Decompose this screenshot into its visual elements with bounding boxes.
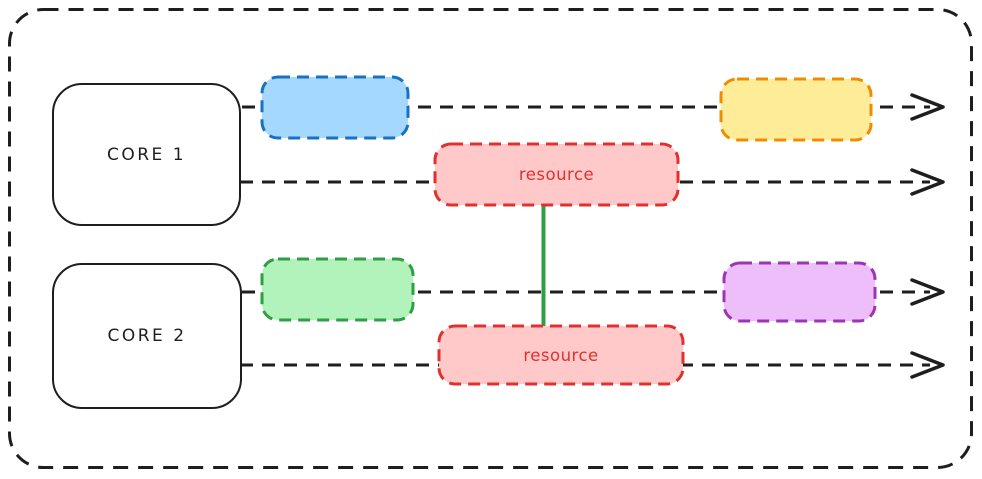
resource-block-2-label: resource xyxy=(523,345,599,365)
task-block-purple xyxy=(722,261,877,323)
arrowhead-core2-a-icon xyxy=(910,278,945,306)
resource-block-2-shape xyxy=(437,324,685,386)
arrowhead-core1-b-icon xyxy=(910,168,945,196)
resource-block-1-label: resource xyxy=(518,165,595,184)
resource-block-1-shape xyxy=(433,142,680,207)
core1-label: CORE 1 xyxy=(106,144,187,165)
resource-block-2: resource xyxy=(437,324,685,386)
outer-frame xyxy=(8,8,973,469)
resource-block-1: resource xyxy=(433,142,680,207)
arrowhead-core1-a-icon xyxy=(910,93,945,121)
task-block-purple-shape xyxy=(722,261,877,323)
core2-box: CORE 2 xyxy=(52,263,242,409)
task-block-blue-shape xyxy=(260,75,410,140)
task-block-green-shape xyxy=(260,257,415,322)
core1-box: CORE 1 xyxy=(52,83,241,226)
task-block-yellow xyxy=(719,77,873,142)
arrowhead-core2-b-icon xyxy=(910,351,945,379)
task-block-yellow-shape xyxy=(719,77,873,142)
task-block-green xyxy=(260,257,415,322)
core2-label: CORE 2 xyxy=(107,326,187,346)
task-block-blue xyxy=(260,75,410,140)
